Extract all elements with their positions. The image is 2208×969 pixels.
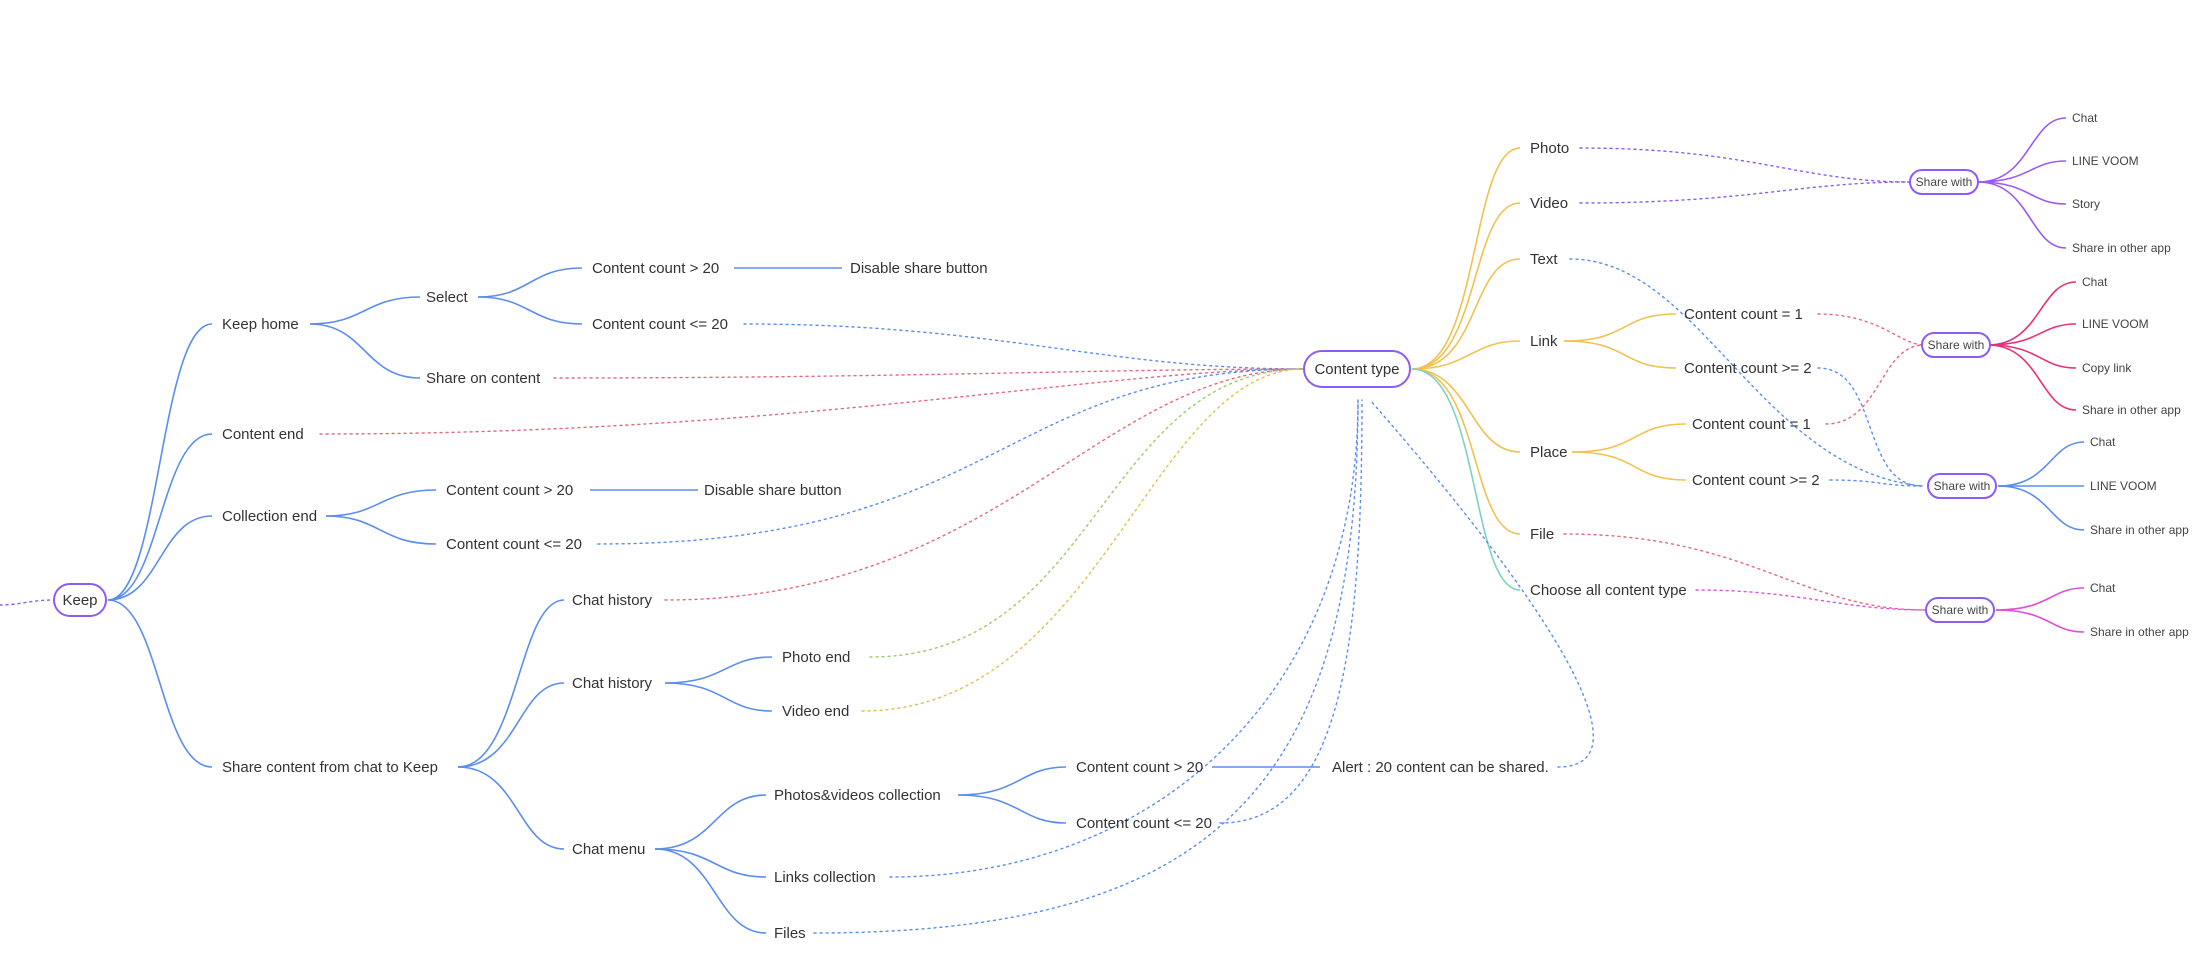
node-pv-count-gt20[interactable]: Content count > 20 xyxy=(1076,759,1203,776)
share-with-1-label: Share with xyxy=(1916,175,1973,189)
node-disable-share-b[interactable]: Disable share button xyxy=(704,482,842,499)
node-place-count-ge2[interactable]: Content count >= 2 xyxy=(1692,472,1820,489)
node-chat-menu[interactable]: Chat menu xyxy=(572,841,645,858)
node-keep[interactable]: Keep xyxy=(53,583,107,617)
node-pv-collection[interactable]: Photos&videos collection xyxy=(774,787,941,804)
node-files[interactable]: Files xyxy=(774,925,806,942)
blue-branches xyxy=(107,267,1320,934)
left-tree-labels: Keep home Select Content count > 20 Disa… xyxy=(222,260,1549,942)
node-share-on-content[interactable]: Share on content xyxy=(426,370,541,387)
share3-line-voom[interactable]: LINE VOOM xyxy=(2090,479,2157,493)
node-link-count-ge2[interactable]: Content count >= 2 xyxy=(1684,360,1812,377)
node-link[interactable]: Link xyxy=(1530,333,1558,350)
share2-copy-link[interactable]: Copy link xyxy=(2082,361,2132,375)
node-share-with-2[interactable]: Share with xyxy=(1921,332,1991,358)
node-photo[interactable]: Photo xyxy=(1530,140,1569,157)
node-select[interactable]: Select xyxy=(426,289,469,306)
share4-chat[interactable]: Chat xyxy=(2090,581,2116,595)
share3-other-app[interactable]: Share in other app xyxy=(2090,523,2189,537)
share-with-4-label: Share with xyxy=(1932,603,1989,617)
share2-chat[interactable]: Chat xyxy=(2082,275,2108,289)
node-collection-end[interactable]: Collection end xyxy=(222,508,317,525)
node-chat-history-1[interactable]: Chat history xyxy=(572,592,653,609)
share1-chat[interactable]: Chat xyxy=(2072,111,2098,125)
node-count-gt20-b[interactable]: Content count > 20 xyxy=(446,482,573,499)
share-with-3-label: Share with xyxy=(1934,479,1991,493)
share2-line-voom[interactable]: LINE VOOM xyxy=(2082,317,2149,331)
node-count-le20-b[interactable]: Content count <= 20 xyxy=(446,536,582,553)
node-text[interactable]: Text xyxy=(1530,251,1558,268)
node-video[interactable]: Video xyxy=(1530,195,1568,212)
node-pv-count-le20[interactable]: Content count <= 20 xyxy=(1076,815,1212,832)
node-keep-home[interactable]: Keep home xyxy=(222,316,299,333)
node-content-type-label: Content type xyxy=(1314,361,1399,378)
node-photo-end[interactable]: Photo end xyxy=(782,649,850,666)
share-branches xyxy=(1977,117,2085,633)
node-content-end[interactable]: Content end xyxy=(222,426,304,443)
node-disable-share-a[interactable]: Disable share button xyxy=(850,260,988,277)
share-target-labels: Chat LINE VOOM Story Share in other app … xyxy=(2072,111,2189,639)
node-links-collection[interactable]: Links collection xyxy=(774,869,876,886)
node-video-end[interactable]: Video end xyxy=(782,703,849,720)
node-link-count-1[interactable]: Content count = 1 xyxy=(1684,306,1803,323)
node-share-with-3[interactable]: Share with xyxy=(1927,473,1997,499)
share-with-2-label: Share with xyxy=(1928,338,1985,352)
node-share-from-chat[interactable]: Share content from chat to Keep xyxy=(222,759,438,776)
node-share-with-4[interactable]: Share with xyxy=(1925,597,1995,623)
yellow-branches xyxy=(1411,147,1687,591)
node-count-le20-a[interactable]: Content count <= 20 xyxy=(592,316,728,333)
node-content-type[interactable]: Content type xyxy=(1303,350,1411,388)
share4-other-app[interactable]: Share in other app xyxy=(2090,625,2189,639)
node-chat-history-2[interactable]: Chat history xyxy=(572,675,653,692)
right-tree-labels: Photo Video Text Link Content count = 1 … xyxy=(1530,140,1820,599)
share1-line-voom[interactable]: LINE VOOM xyxy=(2072,154,2139,168)
node-count-gt20-a[interactable]: Content count > 20 xyxy=(592,260,719,277)
dotted-relations xyxy=(0,147,1927,934)
share1-other-app[interactable]: Share in other app xyxy=(2072,241,2171,255)
node-place[interactable]: Place xyxy=(1530,444,1568,461)
node-share-with-1[interactable]: Share with xyxy=(1909,169,1979,195)
node-alert[interactable]: Alert : 20 content can be shared. xyxy=(1332,759,1549,776)
node-place-count-1[interactable]: Content count = 1 xyxy=(1692,416,1811,433)
share3-chat[interactable]: Chat xyxy=(2090,435,2116,449)
node-file[interactable]: File xyxy=(1530,526,1554,543)
node-keep-label: Keep xyxy=(62,592,97,609)
share1-story[interactable]: Story xyxy=(2072,197,2100,211)
share2-other-app[interactable]: Share in other app xyxy=(2082,403,2181,417)
node-choose-all[interactable]: Choose all content type xyxy=(1530,582,1687,599)
